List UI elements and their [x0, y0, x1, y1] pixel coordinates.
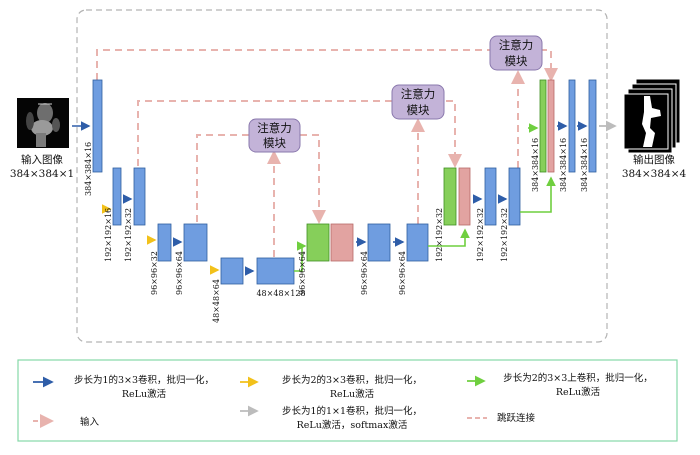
input-image: [17, 98, 69, 148]
block-size-label: 192×192×32: [500, 208, 509, 262]
block-size-label: 96×96×64: [298, 251, 307, 295]
block-dec1b: [588, 79, 597, 173]
skip-connections: [96, 49, 558, 257]
block-size-label: 384×384×16: [84, 142, 93, 196]
attention-module-2: 注意力 模块: [391, 84, 445, 120]
skip-connection-level3: [196, 134, 250, 222]
skip-connection-level2: [137, 100, 392, 166]
attention-module-label: 注意力: [499, 38, 534, 52]
block-enc3b: [183, 223, 208, 262]
block-upconv3: [306, 223, 330, 262]
stride2-arrows: [102, 204, 220, 275]
block-size-label: 192×192×16: [104, 208, 113, 262]
block-size-label: 384×384×16: [531, 138, 540, 192]
block-size-label: 384×384×16: [559, 138, 568, 192]
output-image-label: 输出图像: [633, 153, 675, 166]
green-arrow-icon: [520, 176, 556, 213]
legend-item-label: 步长为1的1×1卷积，批归一化，: [282, 405, 422, 417]
network-frame: [76, 9, 608, 343]
legend-item-label: 步长为2的3×3卷积，批归一化，: [282, 374, 422, 386]
block-size-label: 192×192×32: [124, 208, 133, 262]
block-attention1: [547, 79, 555, 173]
block-dec1a: [568, 79, 576, 173]
block-size-label: 48×48×128: [256, 289, 305, 298]
block-dec3a: [367, 223, 391, 262]
attention-module-1: 注意力 模块: [489, 35, 543, 71]
block-dec2a: [484, 167, 497, 226]
feature-blocks: [92, 79, 597, 285]
input-image-label: 输入图像: [21, 153, 63, 166]
legend-item-label: 跳跃连接: [497, 412, 536, 424]
block-enc3a: [157, 223, 172, 262]
legend-item-label: 步长为1的3×3卷积，批归一化，: [74, 374, 214, 386]
block-upconv1: [539, 79, 547, 173]
block-attention3: [330, 223, 354, 262]
block-enc1: [92, 79, 103, 173]
legend-item-label: ReLu激活: [330, 388, 375, 400]
attention-module-3: 注意力 模块: [248, 118, 301, 153]
attention-module-label: 模块: [407, 103, 430, 117]
green-arrow-icon: [294, 241, 307, 272]
green-arrow-icon: [428, 228, 470, 247]
block-size-label: 384×384×16: [580, 138, 589, 192]
block-enc2b: [133, 167, 146, 226]
block-attention2: [458, 167, 471, 226]
skip-connection-level2-to-merge: [446, 100, 462, 168]
block-size-label: 192×192×32: [435, 208, 444, 262]
legend-item-label: ReLu激活: [122, 388, 167, 400]
attention-module-label: 模块: [263, 136, 286, 150]
block-size-label: 96×96×64: [175, 251, 184, 295]
legend-item-label: ReLu激活: [556, 386, 601, 398]
legend-item-label: ReLu激活，softmax激活: [297, 419, 408, 431]
block-bottleneck: [256, 257, 295, 285]
legend-item-label: 输入: [80, 416, 100, 428]
block-size-label: 48×48×64: [212, 279, 221, 323]
attention-module-label: 模块: [505, 54, 528, 68]
output-image-size: 384×384×4: [622, 168, 687, 180]
block-size-label: 96×96×64: [360, 251, 369, 295]
output-image: [623, 78, 681, 154]
skip-connection-level3-to-merge: [300, 134, 326, 224]
block-size-label: 192×192×32: [476, 208, 485, 262]
block-enc2a: [112, 167, 122, 226]
block-dec2b: [508, 167, 521, 226]
block-size-label: 96×96×64: [398, 251, 407, 295]
block-size-labels: 384×384×16 192×192×16 192×192×32 96×96×3…: [84, 138, 589, 323]
block-upconv2: [443, 167, 457, 226]
upconv-arrows: [294, 123, 556, 272]
legend: 步长为1的3×3卷积，批归一化， ReLu激活 步长为2的3×3卷积，批归一化，…: [17, 359, 678, 442]
legend-item-label: 步长为2的3×3上卷积，批归一化，: [503, 372, 653, 384]
skip-connection-level1: [96, 49, 490, 80]
legend-box: [17, 359, 678, 442]
block-size-label: 96×96×32: [150, 251, 159, 295]
conv-arrows: [72, 121, 588, 276]
attention-module-label: 注意力: [401, 87, 436, 101]
skip-connection-level1-to-merge: [540, 49, 558, 82]
attention-module-label: 注意力: [257, 121, 292, 135]
block-enc4a: [220, 257, 244, 285]
input-image-size: 384×384×1: [10, 168, 74, 180]
block-dec3b: [406, 223, 429, 262]
